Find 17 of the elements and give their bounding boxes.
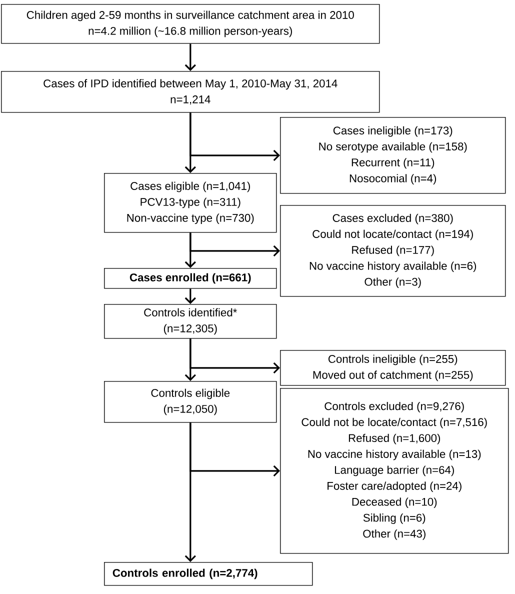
arrow [190, 232, 280, 256]
process-box: Cases eligible (n=1,041) PCV13-type (n=311) Non-vaccine type (n=730) [104, 173, 277, 233]
arrow [190, 112, 280, 161]
exclusion-box: Cases ineligible (n=173) No serotype available (n=158) Recurrent (n=11) Nosocomial (n=4) [280, 117, 506, 194]
process-box: Controls enrolled (n=2,774) [104, 562, 313, 586]
process-box: Controls eligible (n=12,050) [104, 381, 277, 423]
process-box: Cases enrolled (n=661) [104, 268, 277, 289]
exclusion-box: Cases excluded (n=380) Could not locate/contact (n=194) Refused (n=177) No vaccine history available (n=6) Other (n=3) [280, 205, 506, 297]
process-box: Children aged 2-59 months in surveillance catchment area in 2010 n=4.2 million (~16.8 million person-years) [1, 4, 380, 44]
arrow [184, 44, 196, 71]
arrow [190, 338, 280, 374]
exclusion-box: Controls excluded (n=9,276) Could not be locate/contact (n=7,516) Refused (n=1,600) No vaccine history available (n=13) Language barrier (n=64) Foster care/adopted (n=24) Deceased (n=10) Sibling (n=6) Other (n=43) [280, 388, 509, 554]
exclusion-box: Controls ineligible (n=255) Moved out of catchment (n=255) [280, 350, 506, 386]
arrow [184, 288, 196, 304]
process-box: Cases of IPD identified between May 1, 2010-May 31, 2014 n=1,214 [1, 71, 380, 113]
arrow [190, 422, 280, 476]
process-box: Controls identified* (n=12,305) [104, 304, 277, 339]
